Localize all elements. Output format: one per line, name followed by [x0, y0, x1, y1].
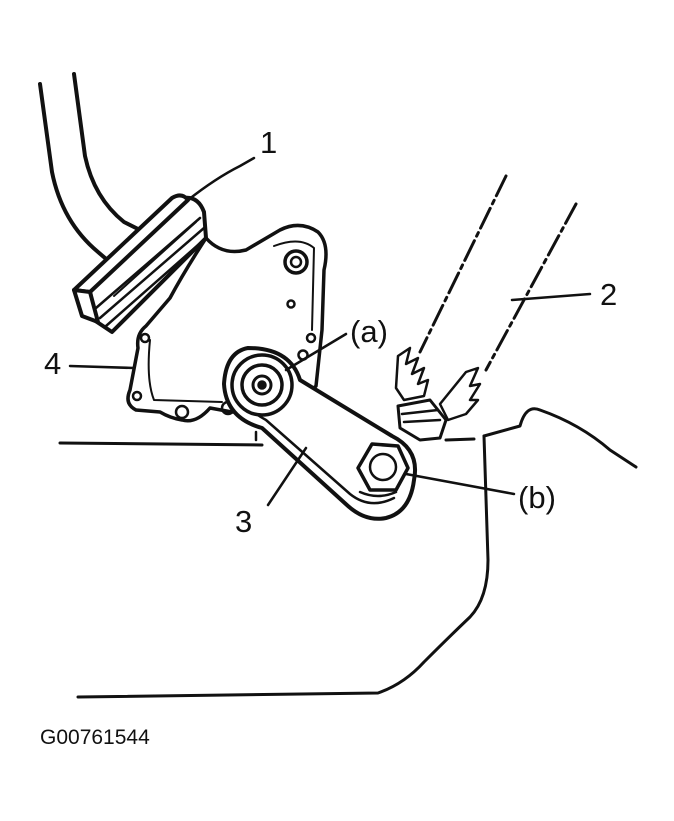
callout-b: (b) [518, 480, 556, 515]
figure-id: G00761544 [40, 726, 150, 749]
callout-2: 2 [600, 277, 618, 312]
leader-lines [68, 156, 592, 507]
connecting-rod [418, 174, 578, 372]
pedal-arm [38, 72, 146, 266]
joint-bolt-b [356, 442, 410, 498]
callout-4: 4 [44, 346, 62, 381]
ground-lines [58, 407, 638, 699]
rod-boot [394, 346, 482, 442]
pedal-pad [72, 193, 208, 334]
pivot-bolt-a [230, 353, 294, 417]
callout-1: 1 [260, 125, 278, 160]
callout-3: 3 [235, 504, 253, 539]
callout-a: (a) [350, 314, 388, 349]
